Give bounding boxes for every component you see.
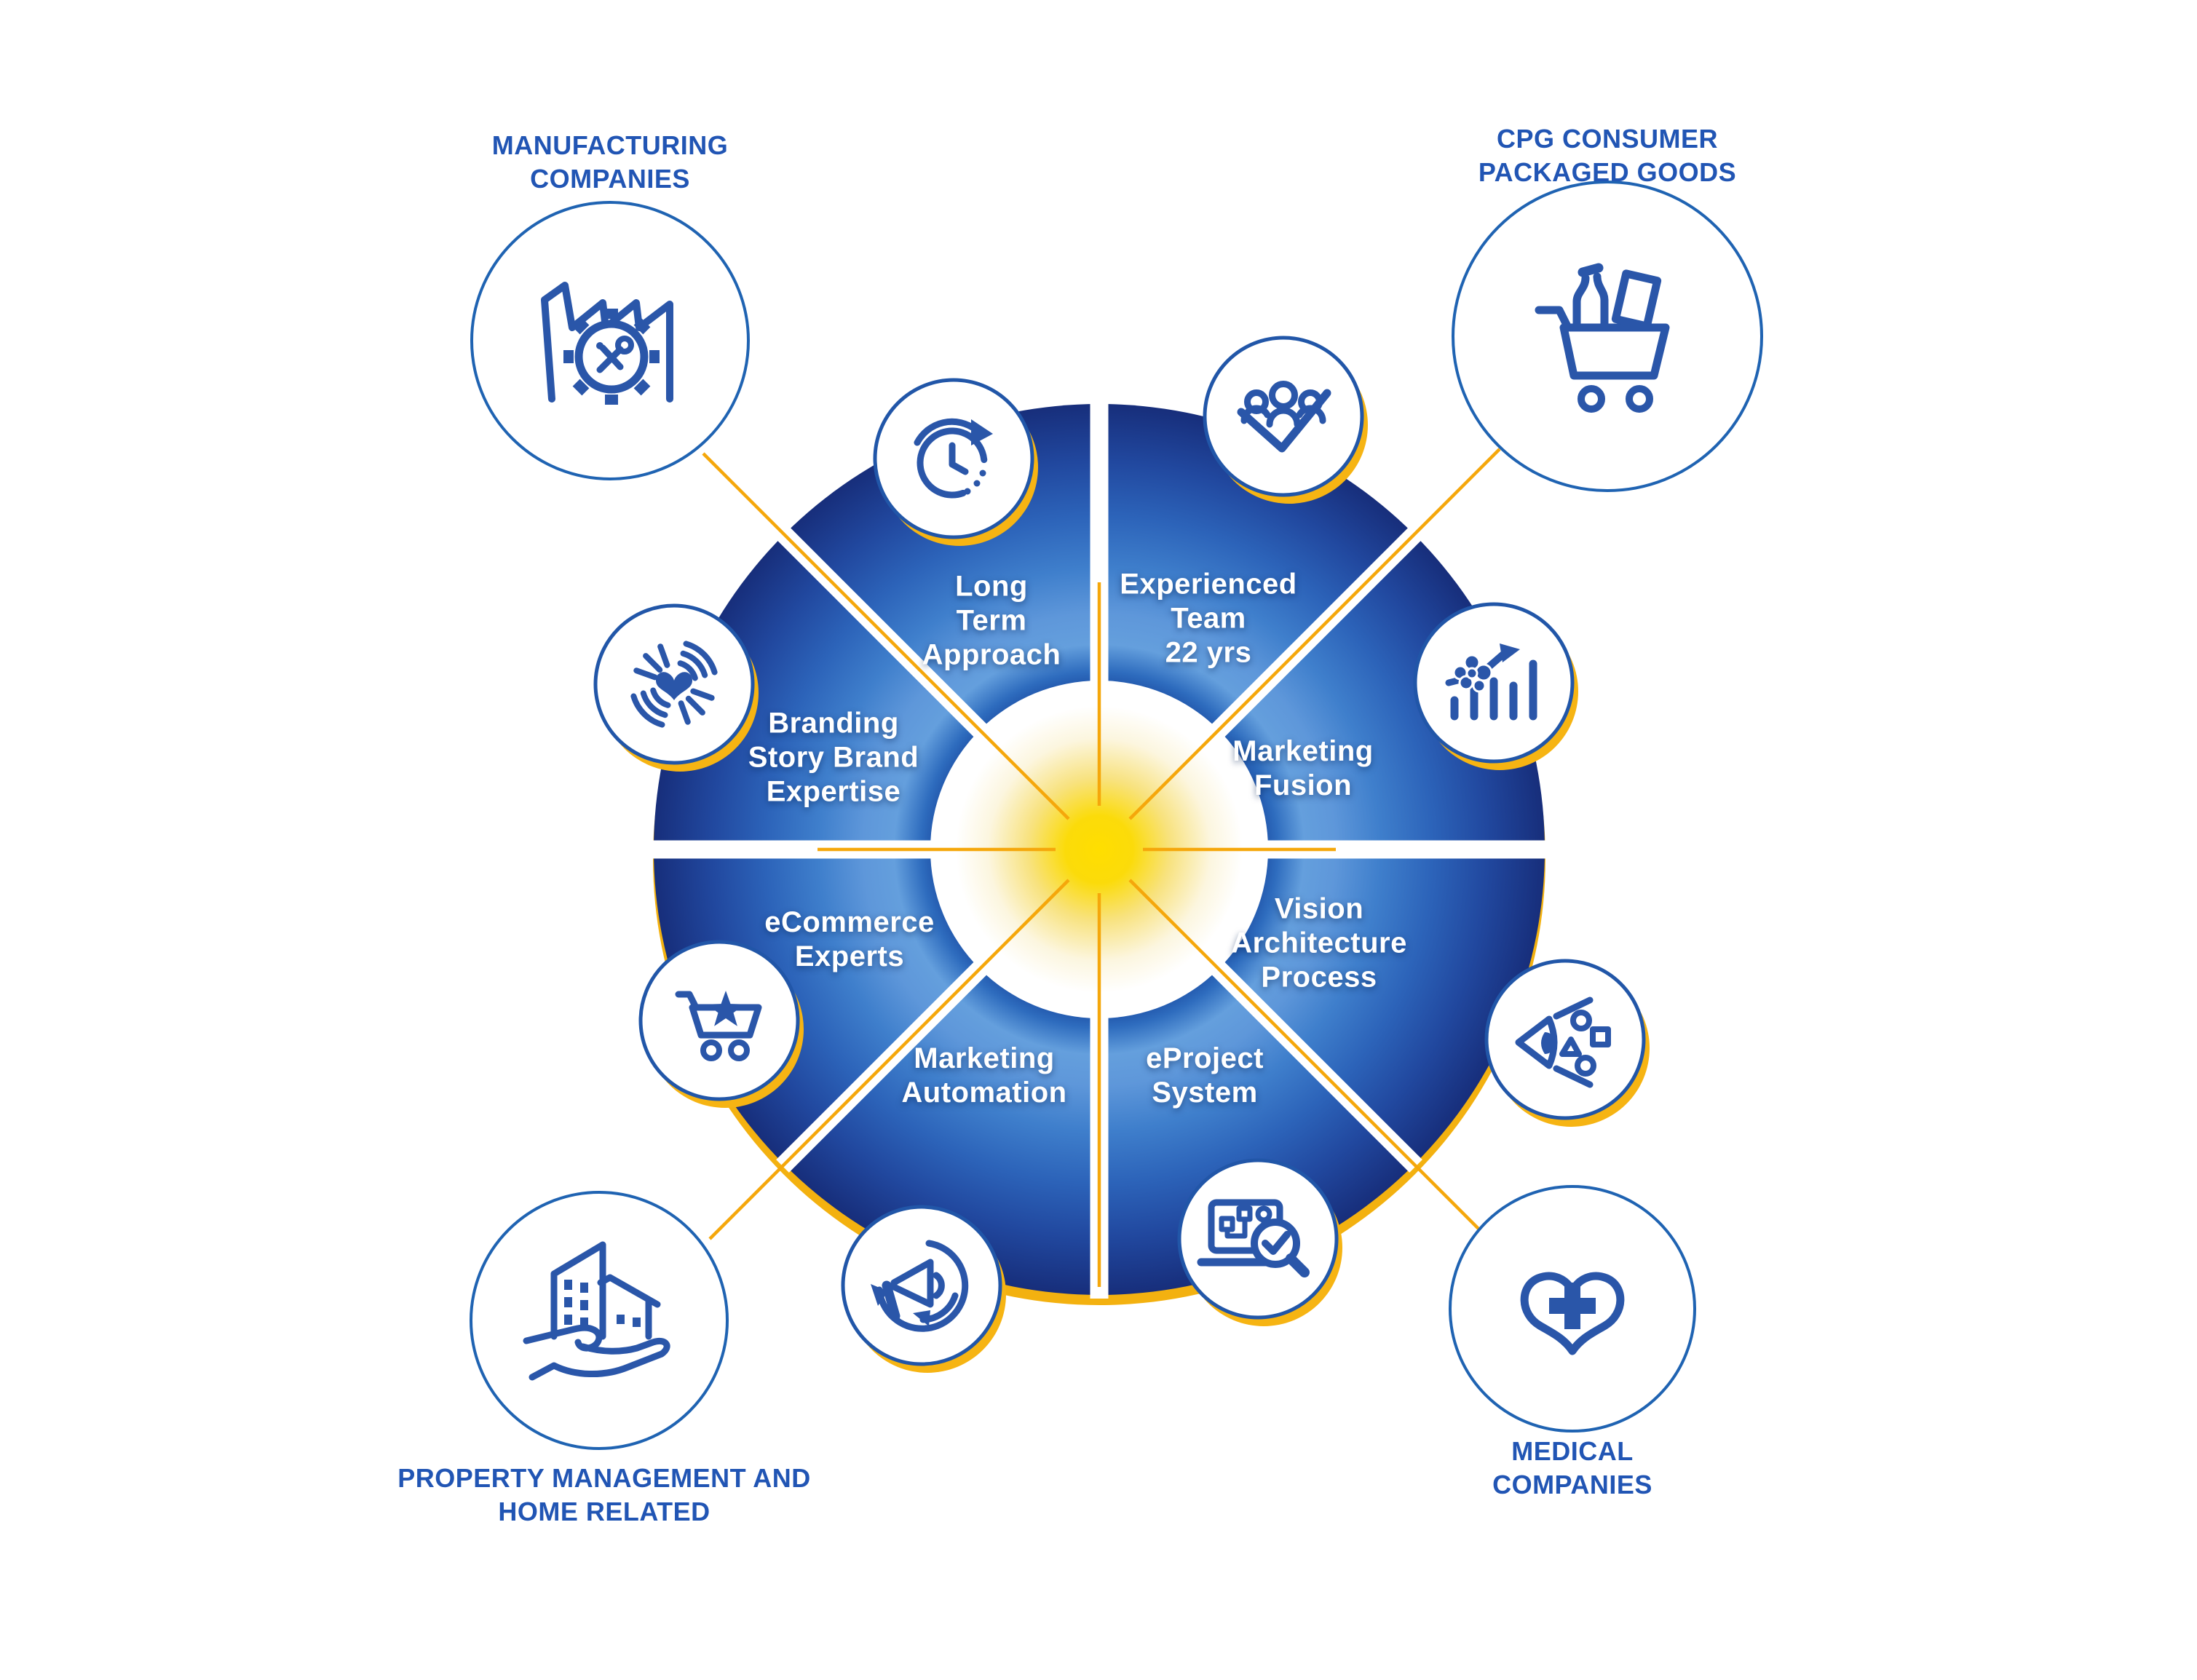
vision-eye-icon: [1515, 996, 1611, 1088]
badge-marketing-automation: [841, 1205, 1006, 1373]
heart-cross-icon: [1520, 1272, 1625, 1355]
clock-history-icon: [914, 418, 993, 499]
team-check-icon: [1237, 381, 1331, 453]
connector-southwest: [708, 879, 1070, 1240]
badge-marketing-fusion: [1413, 602, 1578, 770]
corner-label-cpg: CPG CONSUMER PACKAGED GOODS: [1478, 124, 1737, 187]
badge-eproject: [1177, 1158, 1342, 1326]
corner-manufacturing: [470, 201, 750, 480]
badge-long-term: [873, 378, 1038, 546]
badge-ecommerce: [638, 940, 804, 1108]
segment-label-ecommerce: eCommerce Experts: [764, 906, 935, 972]
corner-medical: [1449, 1185, 1696, 1433]
laptop-check-icon: [1197, 1199, 1310, 1277]
corner-label-manufacturing: MANUFACTURING COMPANIES: [491, 130, 729, 194]
factory-gear-icon: [541, 282, 673, 405]
segment-label-eproject: eProject System: [1146, 1042, 1264, 1109]
cart-star-icon: [675, 991, 762, 1061]
badge-vision: [1484, 959, 1650, 1127]
connector-lines: [702, 448, 1501, 1287]
heart-waves-icon: [630, 641, 718, 728]
corner-cpg: [1452, 181, 1763, 492]
growth-chart-icon: [1445, 643, 1537, 721]
corner-label-medical: MEDICAL COMPANIES: [1492, 1436, 1652, 1499]
corner-label-property: PROPERTY MANAGEMENT AND HOME RELATED: [397, 1463, 811, 1526]
segment-label-experienced-team: Experienced Team 22 yrs: [1120, 568, 1297, 669]
badge-branding: [593, 603, 759, 772]
connector-northeast: [1128, 448, 1501, 820]
segment-label-marketing-fusion: Marketing Fusion: [1232, 735, 1374, 801]
hand-building-icon: [523, 1241, 670, 1381]
segment-label-branding: Branding Story Brand Expertise: [748, 707, 919, 808]
connector-southeast: [1128, 879, 1481, 1231]
segment-label-vision: Vision Architecture Process: [1231, 892, 1407, 994]
megaphone-loop-icon: [871, 1240, 969, 1332]
cart-goods-icon: [1535, 263, 1670, 413]
corner-property: [470, 1191, 729, 1450]
badge-experienced-team: [1203, 336, 1368, 504]
connector-northwest: [702, 452, 1070, 820]
segment-label-marketing-automation: Marketing Automation: [901, 1042, 1067, 1109]
segment-label-long-term: Long Term Approach: [922, 570, 1061, 671]
